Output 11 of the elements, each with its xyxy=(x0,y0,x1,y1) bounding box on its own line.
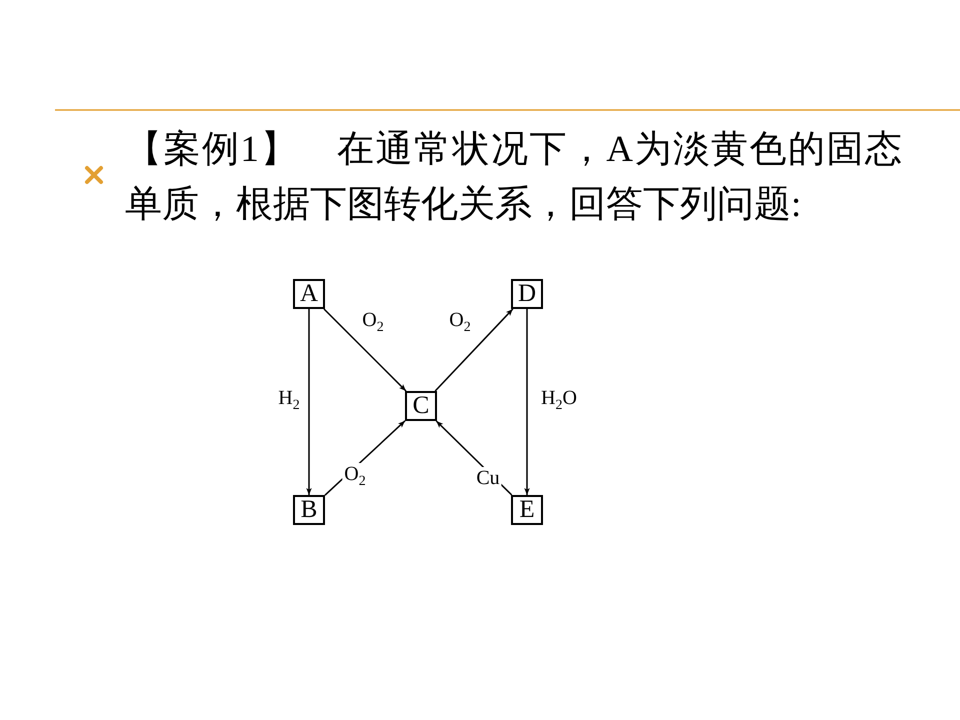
arrow xyxy=(524,309,530,495)
question-text: 【案例1】 在通常状况下，A为淡黄色的固态单质，根据下图转化关系，回答下列问题: xyxy=(125,128,902,227)
letter-box: E xyxy=(511,495,543,525)
letter-box: B xyxy=(293,495,325,525)
letter-box: D xyxy=(511,279,543,309)
edge-label: Cu xyxy=(474,467,502,489)
letter-box: C xyxy=(405,391,437,421)
arrow xyxy=(323,308,407,392)
arrow xyxy=(306,309,312,495)
arrow xyxy=(434,308,514,392)
letter-box: A xyxy=(293,279,325,309)
